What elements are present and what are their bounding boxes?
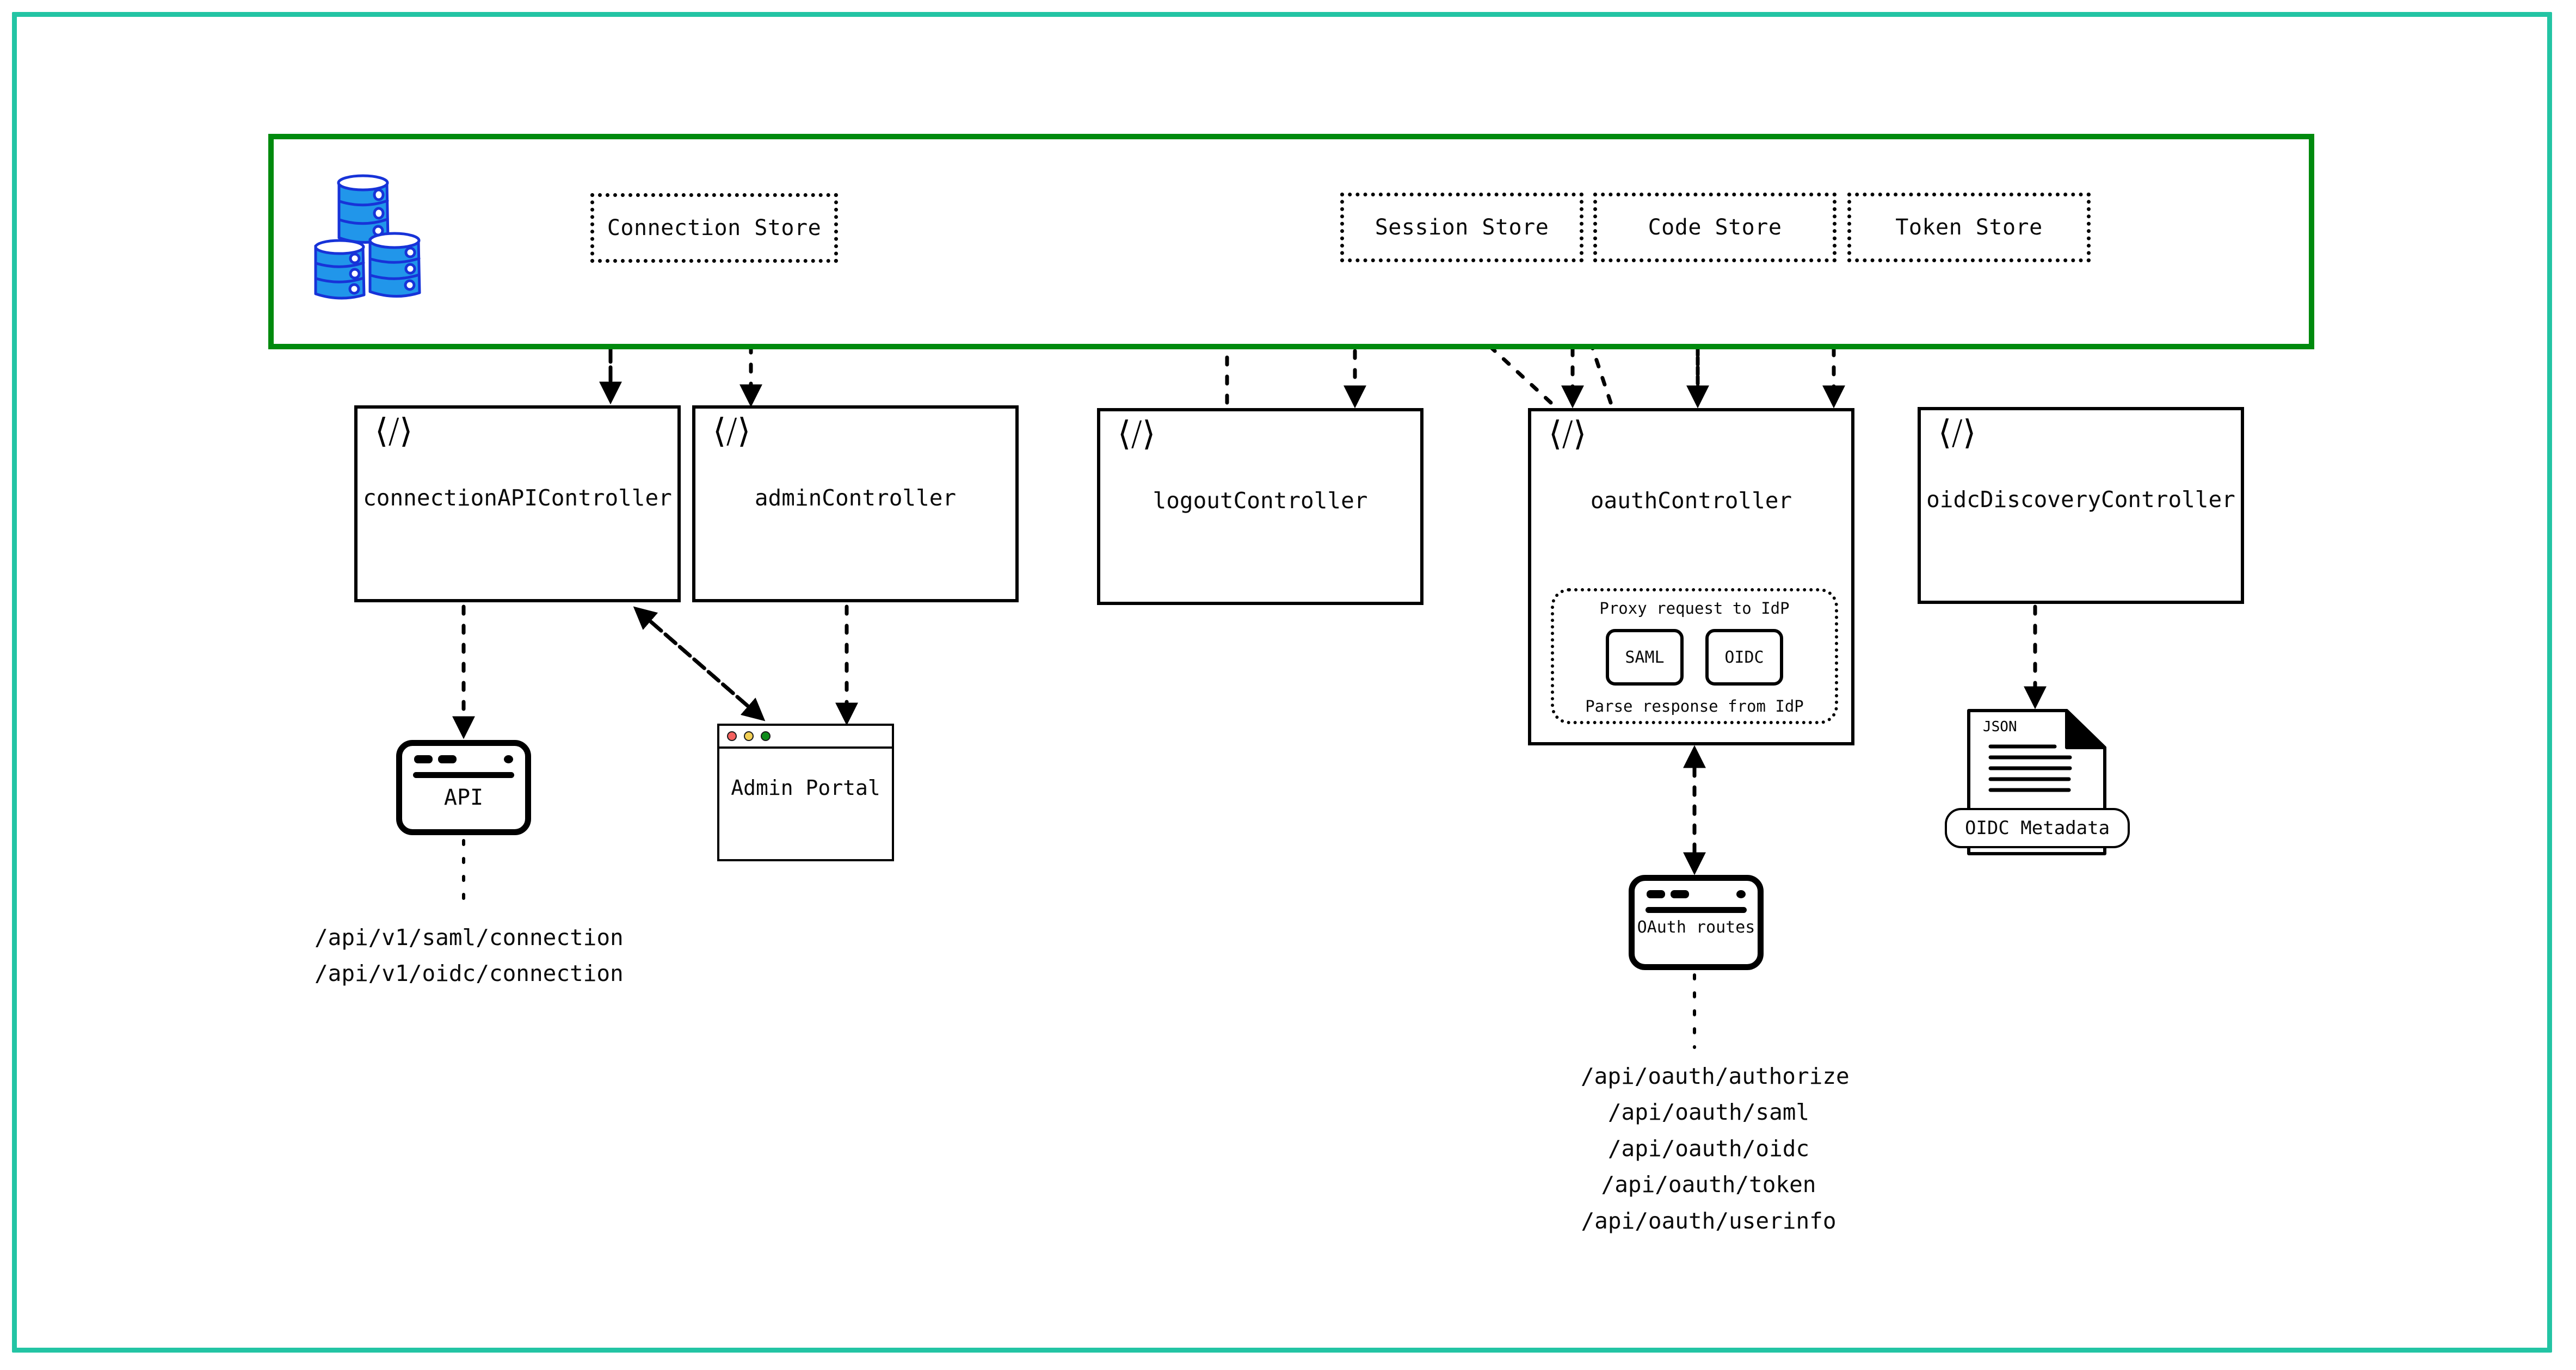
protocol-pill-saml[interactable]: SAML xyxy=(1606,629,1684,686)
oauth-routes-label: OAuth routes xyxy=(1637,918,1755,937)
node-admin-portal[interactable]: Admin Portal xyxy=(717,724,894,861)
node-oauth-routes[interactable]: OAuth routes xyxy=(1629,875,1764,970)
store-label: Token Store xyxy=(1895,215,2043,240)
store-label: Connection Store xyxy=(607,215,822,240)
code-brackets-icon: ⟨/⟩ xyxy=(375,411,413,451)
controller-label: adminController xyxy=(754,485,957,511)
node-oidc-metadata[interactable]: JSON OIDC Metadata xyxy=(1945,707,2130,857)
titlebar-bar-2 xyxy=(1671,890,1689,898)
endpoint-path: /api/oauth/userinfo xyxy=(1581,1207,1837,1234)
titlebar-bar-2 xyxy=(438,755,457,763)
controller-label: oidcDiscoveryController xyxy=(1926,486,2235,513)
titlebar-dot xyxy=(1736,890,1746,898)
code-brackets-icon: ⟨/⟩ xyxy=(1118,414,1156,453)
titlebar-rule xyxy=(413,772,514,778)
store-box-token[interactable]: Token Store xyxy=(1847,193,2091,262)
store-label: Code Store xyxy=(1648,215,1782,240)
api-window-titlebar xyxy=(414,755,513,766)
oidc-metadata-label: OIDC Metadata xyxy=(1945,808,2130,848)
traffic-light-close-icon xyxy=(727,731,737,741)
database-stack-icon xyxy=(314,174,421,300)
controller-label: connectionAPIController xyxy=(363,485,672,511)
endpoint-path: /api/v1/oidc/connection xyxy=(315,960,624,987)
controller-label: logoutController xyxy=(1153,487,1368,514)
endpoint-path: /api/oauth/oidc xyxy=(1607,1135,1810,1162)
code-brackets-icon: ⟨/⟩ xyxy=(1938,412,1976,452)
store-box-code[interactable]: Code Store xyxy=(1593,193,1837,262)
svg-text:JSON: JSON xyxy=(1983,719,2017,735)
node-api[interactable]: API xyxy=(396,740,531,835)
controller-label: oauthController xyxy=(1590,487,1792,514)
traffic-light-minimize-icon xyxy=(744,731,754,741)
admin-portal-label: Admin Portal xyxy=(731,776,880,800)
connection-endpoint-list: /api/v1/saml/connection /api/v1/oidc/con… xyxy=(315,919,624,992)
controller-oauth[interactable]: ⟨/⟩ oauthController Proxy request to IdP… xyxy=(1528,408,1854,745)
browser-titlebar xyxy=(719,726,892,749)
titlebar-dot xyxy=(504,755,513,763)
protocol-pill-group: SAML OIDC xyxy=(1606,629,1783,686)
titlebar-rule xyxy=(1646,907,1747,913)
endpoint-path: /api/v1/saml/connection xyxy=(315,924,624,951)
proxy-idp-box: Proxy request to IdP SAML OIDC Parse res… xyxy=(1551,588,1838,724)
code-brackets-icon: ⟨/⟩ xyxy=(1549,414,1587,453)
endpoint-path: /api/oauth/token xyxy=(1601,1171,1816,1198)
parse-response-label: Parse response from IdP xyxy=(1585,697,1804,715)
controller-connection-api[interactable]: ⟨/⟩ connectionAPIController xyxy=(354,405,681,602)
store-box-session[interactable]: Session Store xyxy=(1340,193,1583,262)
proxy-request-label: Proxy request to IdP xyxy=(1599,599,1790,618)
protocol-pill-oidc[interactable]: OIDC xyxy=(1705,629,1783,686)
titlebar-bar-1 xyxy=(414,755,433,763)
controller-oidc-discovery[interactable]: ⟨/⟩ oidcDiscoveryController xyxy=(1918,407,2244,604)
endpoint-path: /api/oauth/authorize xyxy=(1581,1063,1850,1089)
titlebar-bar-1 xyxy=(1647,890,1665,898)
outer-frame xyxy=(12,12,2552,1353)
traffic-light-maximize-icon xyxy=(761,731,771,741)
protocol-pill-label: SAML xyxy=(1625,647,1665,667)
endpoint-path: /api/oauth/saml xyxy=(1607,1099,1810,1126)
oauth-endpoint-list: /api/oauth/authorize /api/oauth/saml /ap… xyxy=(1581,1058,1850,1239)
store-box-connection[interactable]: Connection Store xyxy=(590,193,838,263)
protocol-pill-label: OIDC xyxy=(1724,647,1764,667)
code-brackets-icon: ⟨/⟩ xyxy=(713,411,751,451)
store-label: Session Store xyxy=(1375,215,1549,240)
controller-logout[interactable]: ⟨/⟩ logoutController xyxy=(1097,408,1423,605)
controller-admin[interactable]: ⟨/⟩ adminController xyxy=(692,405,1019,602)
api-label: API xyxy=(443,785,484,810)
